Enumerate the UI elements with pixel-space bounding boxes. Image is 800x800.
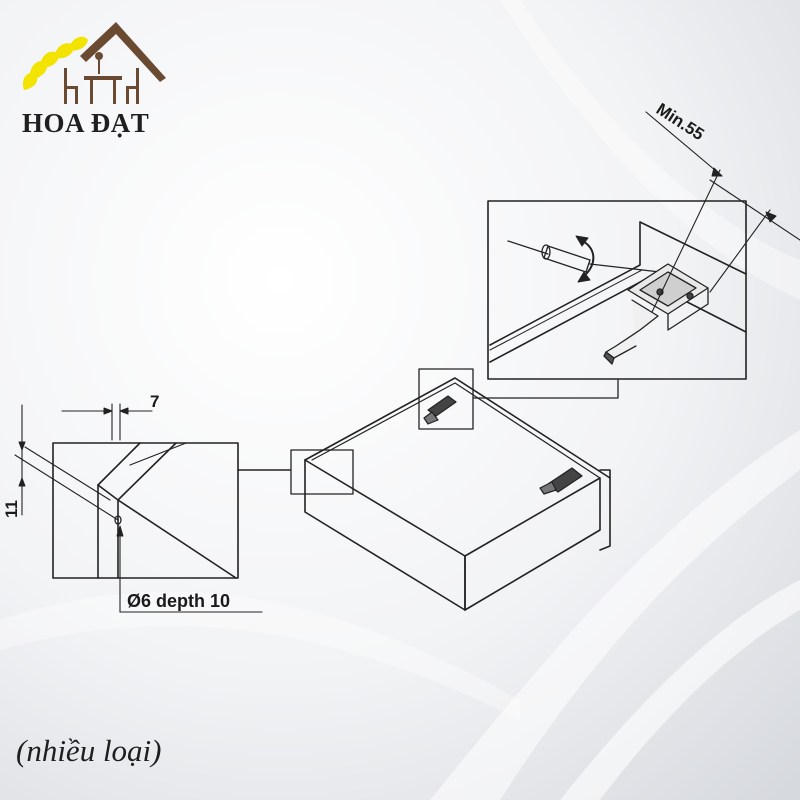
brand-name: HOA ĐẠT (22, 108, 150, 138)
height-dimension-label: 11 (2, 500, 21, 518)
drawer-front-panel (464, 477, 601, 611)
locking-device-closeup (603, 263, 709, 365)
leaves-icon (22, 36, 88, 90)
caption: (nhiều loại) (16, 733, 162, 768)
detail-marker-top (418, 368, 474, 430)
width-dimension-label: 7 (150, 392, 159, 411)
panel-bottom-edge (117, 499, 237, 579)
detail-frame-left (52, 442, 239, 579)
drawer-top-front (304, 459, 466, 557)
hole-spec-label: Ø6 depth 10 (127, 591, 230, 611)
drawer-assembly (290, 368, 619, 611)
pilot-hole (114, 515, 122, 525)
drawer-side-panel (489, 221, 747, 363)
locking-device-back (423, 395, 457, 425)
roof-icon (80, 22, 166, 82)
brand-logo (22, 22, 166, 104)
panel-inner-edge (117, 442, 177, 579)
locking-device-front (539, 467, 583, 495)
detail-marker-left (290, 449, 354, 495)
detail-frame-right (487, 200, 747, 380)
drawer-face (599, 469, 611, 551)
adjustment-detail-view (487, 111, 800, 380)
screwdriver (507, 240, 661, 273)
dining-table-icon (64, 52, 139, 104)
hole-detail-view (14, 403, 291, 613)
leader-line-top (472, 379, 619, 399)
drawer-top-back (304, 377, 611, 479)
min-distance-label: Min.55 (653, 99, 708, 144)
